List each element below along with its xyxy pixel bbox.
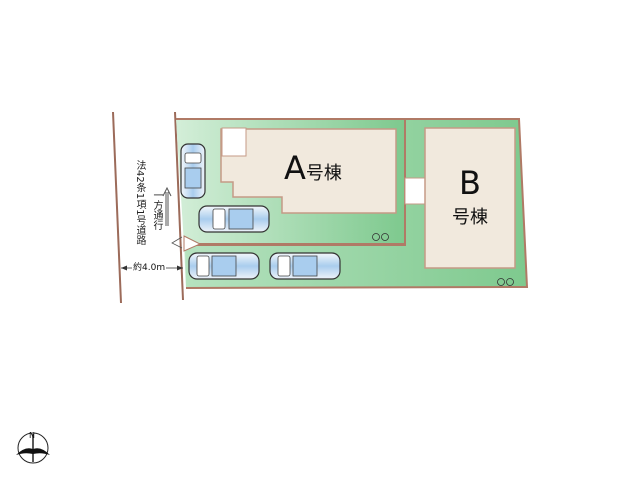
car-2 <box>188 252 260 280</box>
building-b-suffix: 号棟 <box>452 207 488 228</box>
car-1 <box>198 205 270 233</box>
car-vertical <box>180 143 206 199</box>
road-classification-label: 法42条1項1号道路 <box>134 160 145 246</box>
building-b <box>424 127 516 269</box>
marker-circles-a <box>372 233 389 241</box>
one-way-arrow-icon <box>162 186 172 226</box>
entrance-arrow-icon <box>171 235 202 252</box>
north-compass-icon <box>16 432 50 464</box>
marker-circles-b <box>497 278 514 286</box>
car-3 <box>269 252 341 280</box>
building-a-label: A号棟 <box>284 150 342 192</box>
building-a-suffix: 号棟 <box>305 163 342 184</box>
lot-boundary-road <box>174 111 184 301</box>
one-way-label: 一方通行 <box>151 190 162 230</box>
road-edge-line <box>112 111 122 304</box>
building-a-letter: A <box>284 149 306 187</box>
road-width-label: 約4.0m <box>132 263 167 274</box>
compass-north-label: N <box>29 431 35 440</box>
building-b-letter: B <box>459 164 481 202</box>
walkway <box>404 177 428 205</box>
building-a <box>220 127 397 214</box>
building-a-entrance <box>221 127 247 157</box>
